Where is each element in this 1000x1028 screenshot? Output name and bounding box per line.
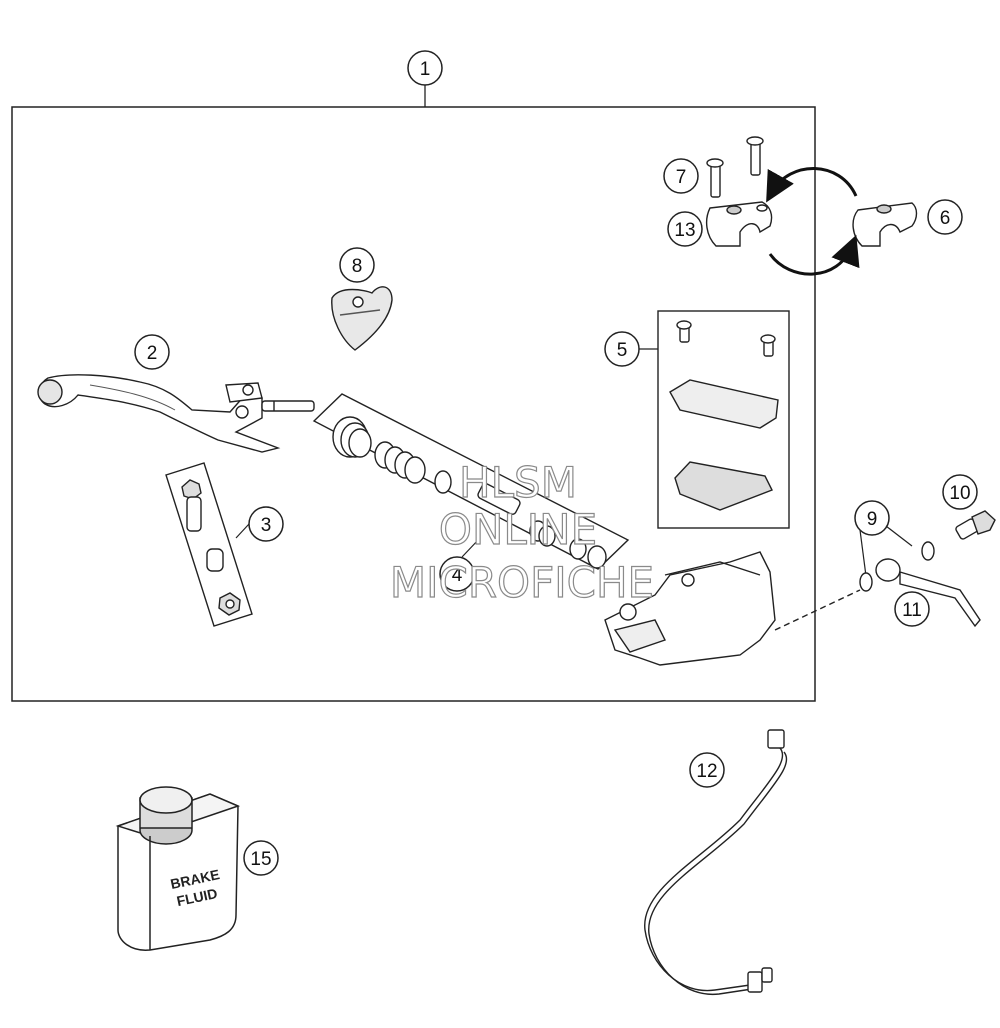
- callout-label: 12: [696, 761, 717, 782]
- piston-kit-part[interactable]: [312, 393, 630, 570]
- callout-1[interactable]: 1: [407, 50, 443, 86]
- callout-2[interactable]: 2: [134, 334, 170, 370]
- callout-label: 6: [940, 208, 951, 229]
- rotation-arrows: [766, 167, 860, 276]
- reservoir-cap-kit-part[interactable]: [657, 310, 790, 529]
- callout-label: 11: [902, 600, 922, 621]
- watermark: HLSM ONLINE MICROFICHE: [389, 457, 654, 607]
- lever-cover-part[interactable]: [331, 286, 393, 351]
- pivot-bolt-kit-part[interactable]: [165, 462, 253, 627]
- callout-6[interactable]: 6: [927, 199, 963, 235]
- assembly-frame: [11, 106, 816, 702]
- callout-label: 9: [867, 509, 878, 530]
- callout-7[interactable]: 7: [663, 158, 699, 194]
- callout-11[interactable]: 11: [894, 591, 930, 627]
- callout-12[interactable]: 12: [689, 752, 725, 788]
- callout-4[interactable]: 4: [439, 556, 475, 592]
- brake-lever-part[interactable]: [37, 374, 315, 453]
- watermark-line-2: ONLINE: [439, 505, 597, 554]
- watermark-line-1: HLSM: [459, 458, 577, 507]
- callout-15[interactable]: 15: [243, 840, 279, 876]
- callout-13[interactable]: 13: [667, 211, 703, 247]
- clamp-part[interactable]: [705, 136, 918, 247]
- callout-label: 13: [674, 220, 695, 241]
- brake-fluid-bottle-part[interactable]: [115, 786, 241, 951]
- leader-lines: [235, 348, 913, 577]
- callout-label: 5: [617, 340, 628, 361]
- banjo-fittings-part[interactable]: [859, 510, 996, 628]
- callout-9[interactable]: 9: [854, 500, 890, 536]
- callout-label: 2: [147, 343, 158, 364]
- callout-label: 10: [949, 483, 970, 504]
- callout-label: 15: [250, 849, 271, 870]
- wiring-harness-part[interactable]: [644, 729, 788, 995]
- callout-5[interactable]: 5: [604, 331, 640, 367]
- callout-label: 8: [352, 256, 363, 277]
- callout-label: 1: [420, 59, 431, 80]
- callout-3[interactable]: 3: [248, 506, 284, 542]
- callout-10[interactable]: 10: [942, 474, 978, 510]
- watermark-line-3: MICROFICHE: [390, 558, 654, 607]
- callout-label: 7: [676, 167, 687, 188]
- master-cylinder-body[interactable]: [604, 551, 861, 666]
- callout-label: 4: [452, 565, 463, 586]
- callout-8[interactable]: 8: [339, 247, 375, 283]
- callout-label: 3: [261, 515, 272, 536]
